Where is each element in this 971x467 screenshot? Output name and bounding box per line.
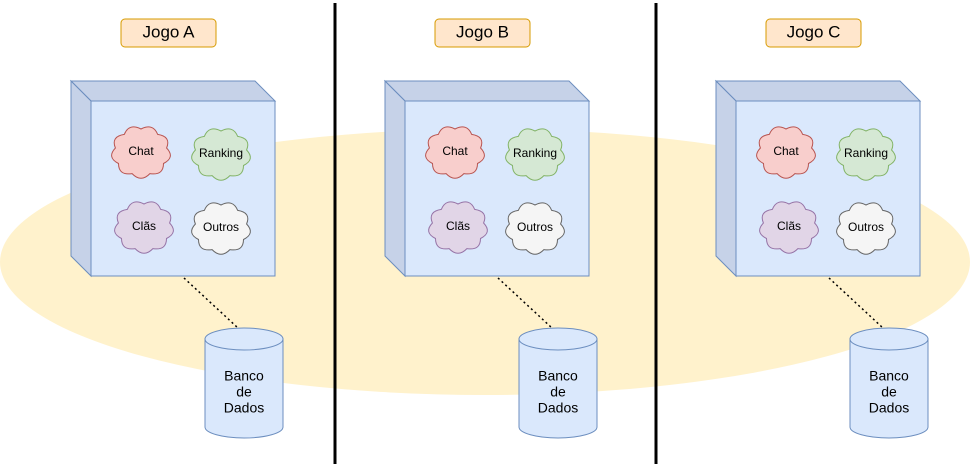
- server-box-top: [69, 80, 277, 102]
- database-label: Dados: [869, 400, 909, 416]
- server-box-top: [714, 80, 922, 102]
- game-title: Jogo C: [787, 22, 841, 41]
- game-title: Jogo A: [143, 22, 196, 41]
- service-label-clas: Clãs: [777, 219, 801, 233]
- database-label: Banco: [224, 368, 264, 384]
- server-box: [90, 100, 276, 277]
- service-cloud-ranking: [191, 128, 251, 181]
- game-title: Jogo B: [456, 22, 509, 41]
- server-box-side: [384, 79, 406, 278]
- service-cloud-chat: [756, 126, 816, 179]
- game-title-box: [434, 18, 531, 48]
- service-cloud-chat: [425, 126, 485, 179]
- service-label-clas: Clãs: [132, 219, 156, 233]
- service-cloud-ranking: [836, 128, 896, 181]
- service-label-clas: Clãs: [446, 219, 470, 233]
- database-label: de: [550, 384, 566, 400]
- database-label: de: [881, 384, 897, 400]
- database-label: Dados: [538, 400, 578, 416]
- database-label: Banco: [869, 368, 909, 384]
- service-label-chat: Chat: [442, 144, 468, 158]
- database-cylinder: [518, 338, 598, 439]
- database-label: de: [236, 384, 252, 400]
- server-box: [735, 100, 921, 277]
- service-cloud-clas: [759, 201, 819, 254]
- service-label-outros: Outros: [517, 220, 553, 234]
- game-title-box: [765, 18, 862, 48]
- service-label-ranking: Ranking: [199, 146, 243, 160]
- service-label-chat: Chat: [773, 144, 799, 158]
- service-label-ranking: Ranking: [844, 146, 888, 160]
- database-top: [849, 327, 929, 351]
- database-top: [204, 327, 284, 351]
- server-box: [404, 100, 590, 277]
- db-connector: [183, 277, 239, 329]
- game-title-box: [120, 18, 217, 48]
- service-cloud-clas: [428, 201, 488, 254]
- service-cloud-outros: [191, 202, 251, 255]
- database-cylinder: [204, 338, 284, 439]
- db-connector: [828, 277, 884, 329]
- database-top: [518, 327, 598, 351]
- service-cloud-outros: [505, 202, 565, 255]
- service-cloud-chat: [111, 126, 171, 179]
- service-label-outros: Outros: [203, 220, 239, 234]
- database-label: Dados: [224, 400, 264, 416]
- service-label-outros: Outros: [848, 220, 884, 234]
- service-cloud-ranking: [505, 128, 565, 181]
- service-cloud-outros: [836, 202, 896, 255]
- database-cylinder: [849, 338, 929, 439]
- server-box-side: [715, 79, 737, 278]
- service-label-chat: Chat: [128, 144, 154, 158]
- server-box-top: [383, 80, 591, 102]
- database-label: Banco: [538, 368, 578, 384]
- server-box-side: [70, 79, 92, 278]
- db-connector: [497, 277, 553, 329]
- service-cloud-clas: [114, 201, 174, 254]
- service-label-ranking: Ranking: [513, 146, 557, 160]
